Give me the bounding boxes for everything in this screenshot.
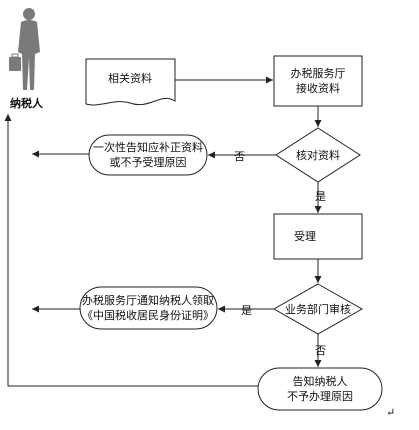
paragraph-end-mark: ↵ xyxy=(386,406,395,419)
node-hall-receive xyxy=(273,55,363,107)
person-with-briefcase-icon xyxy=(9,8,40,90)
node-notify-reject-line2: 不予办理原因 xyxy=(287,390,353,403)
node-dept-review-label: 业务部门审核 xyxy=(285,302,351,316)
taxpayer-label: 纳税人 xyxy=(10,96,44,110)
node-docs-label: 相关资料 xyxy=(108,71,152,85)
node-notify-pickup-line1: 办税服务厅通知纳税人领取 xyxy=(82,293,214,307)
edge-review-no-label: 否 xyxy=(315,344,326,357)
node-docs xyxy=(85,58,176,106)
node-notify-supplement xyxy=(88,134,208,176)
node-notify-supplement-line2: 或不予受理原因 xyxy=(110,156,187,169)
node-notify-supplement-line1: 一次性告知应补正资料 xyxy=(93,140,203,154)
node-notify-reject-line1: 告知纳税人 xyxy=(293,374,348,388)
node-accept xyxy=(273,213,363,260)
node-hall-receive-line1: 办税服务厅 xyxy=(291,66,346,80)
node-notify-reject xyxy=(257,367,383,411)
edge-review-yes-label: 是 xyxy=(241,304,252,317)
node-verify-label: 核对资料 xyxy=(296,148,340,162)
edge-verify-yes-label: 是 xyxy=(315,190,326,203)
node-accept-label: 受理 xyxy=(294,230,316,243)
node-notify-pickup-line2: 《中国税收居民身份证明》 xyxy=(82,308,214,322)
node-hall-receive-line2: 接收资料 xyxy=(296,81,340,95)
node-notify-pickup xyxy=(79,286,218,330)
return-line-main xyxy=(4,114,258,387)
edge-verify-no-label: 否 xyxy=(234,150,245,163)
